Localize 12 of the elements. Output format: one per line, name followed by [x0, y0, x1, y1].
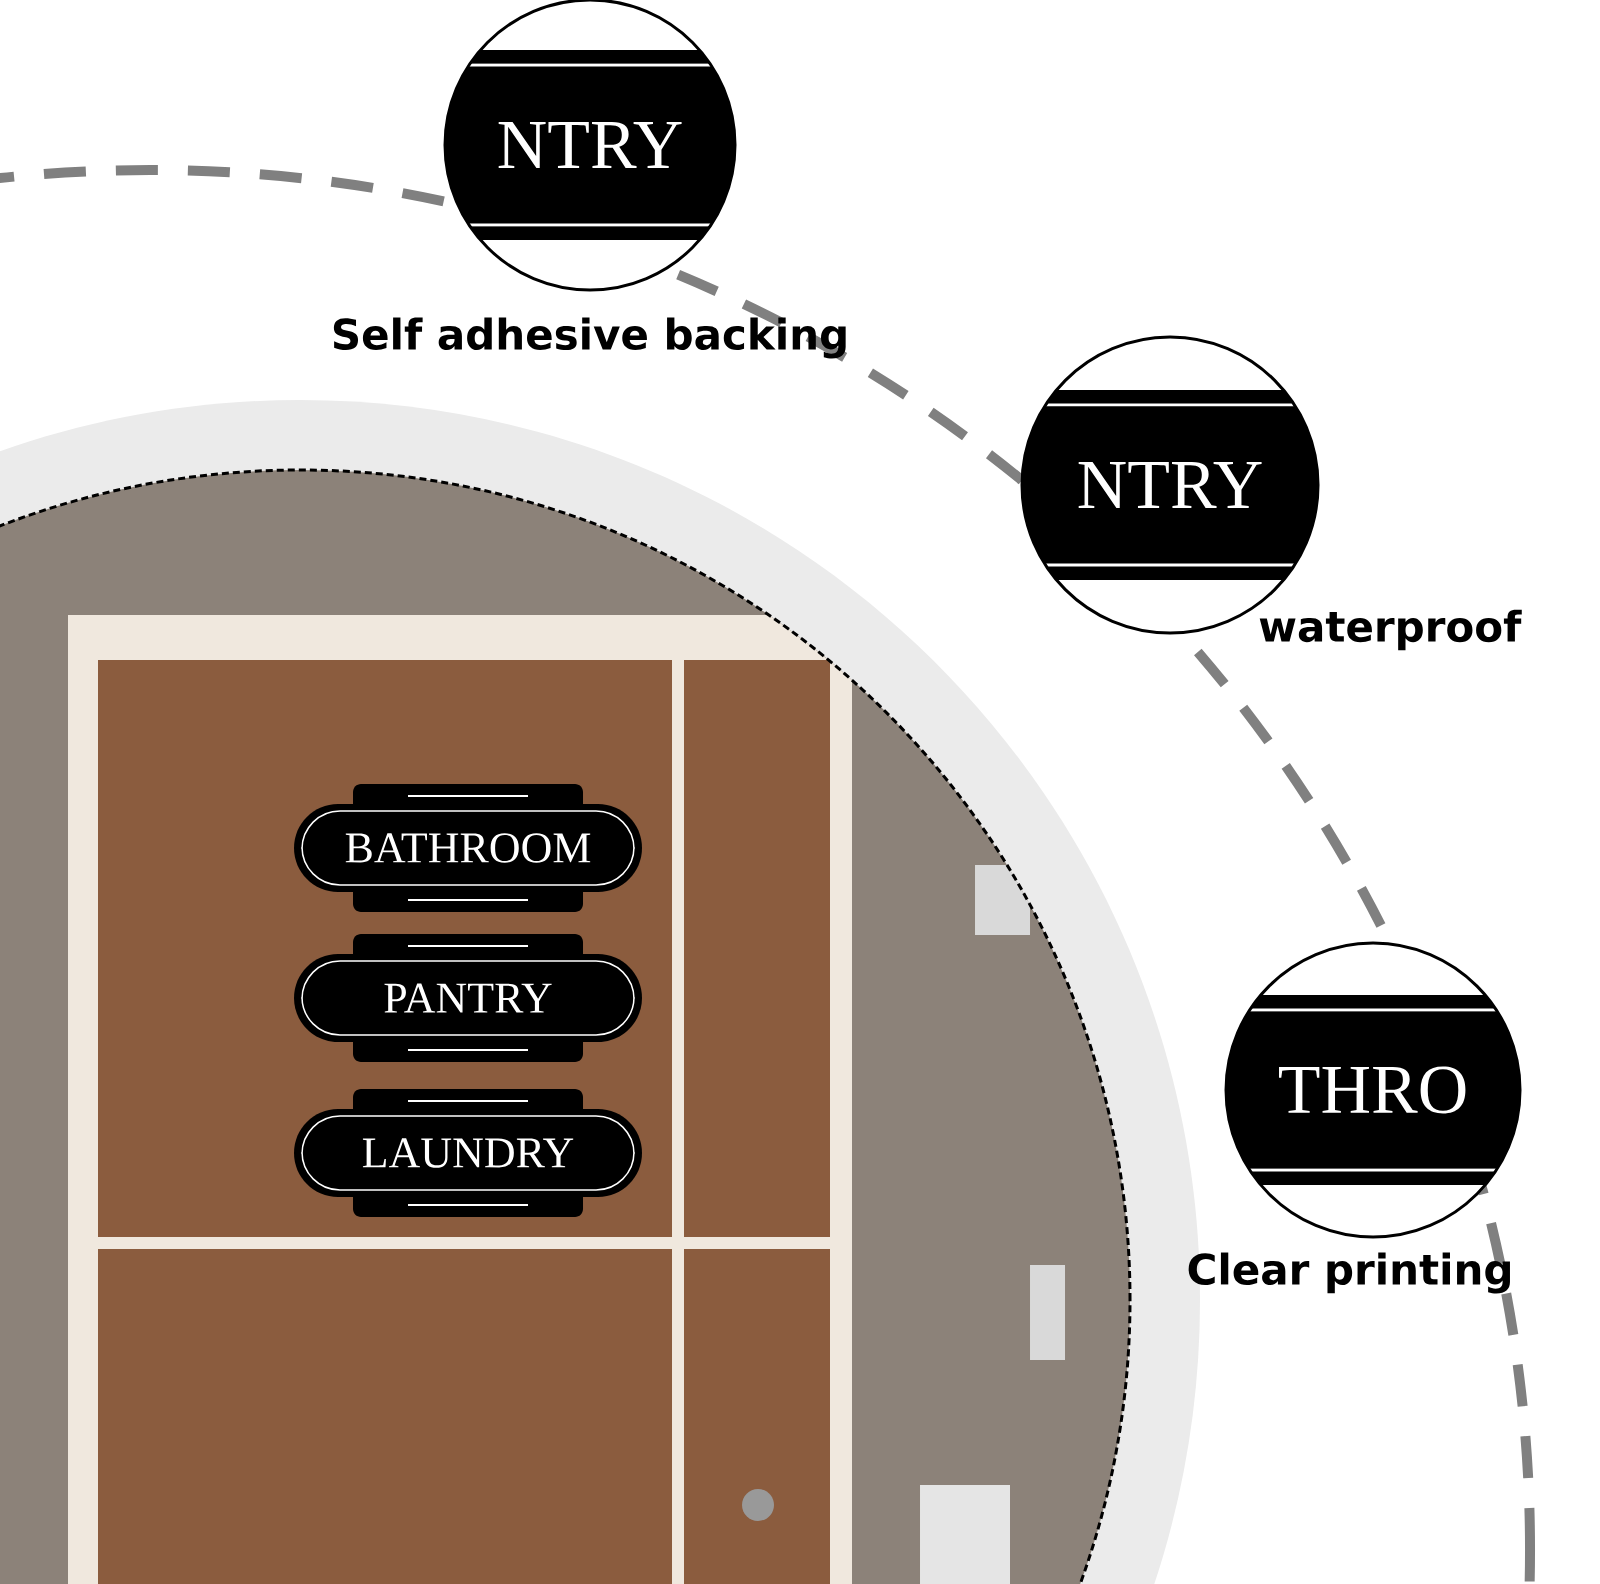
photo-inset: NTRY Self adhesive backing [333, 0, 846, 359]
node-label: Self adhesive backing [333, 317, 846, 359]
node-label: NTRY [498, 122, 682, 168]
node-label: waterproof [1259, 609, 1522, 651]
door-sign: BATHROOM [294, 784, 642, 912]
node-label: THRO [1279, 1066, 1466, 1114]
photo-inset: THRO Clear printing [1188, 941, 1522, 1294]
door-sign: PANTRY [294, 934, 642, 1062]
door-sign: LAUNDRY [294, 1089, 642, 1217]
node-label: NTRY [1078, 462, 1262, 508]
photo-inset: NTRY waterproof [1020, 335, 1522, 651]
node-label: Clear printing [1188, 1252, 1510, 1294]
